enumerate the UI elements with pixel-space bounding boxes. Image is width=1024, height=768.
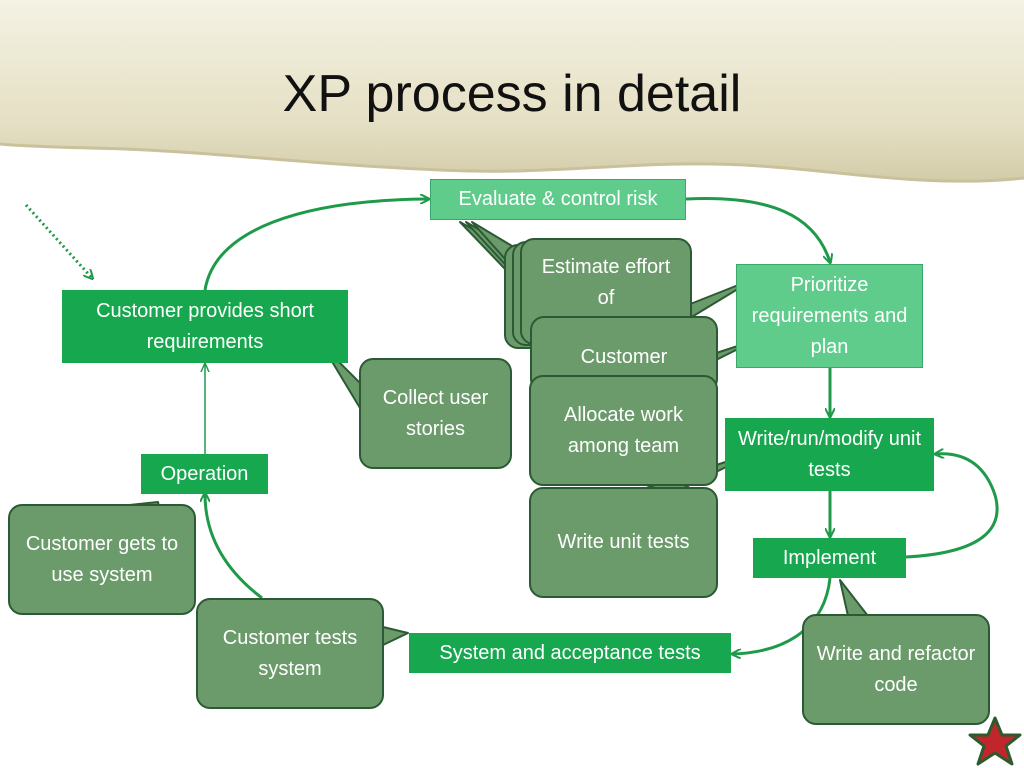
arrow-system-tests-to-operation: [205, 494, 263, 600]
arrow-risk-to-prioritize: [685, 197, 830, 262]
system-tests-box: System and acceptance tests: [409, 633, 731, 673]
write-refactor-callout: Write and refactor code: [802, 614, 990, 725]
operation-box: Operation: [141, 454, 268, 494]
write-run-modify-box: Write/run/modify unit tests: [725, 418, 934, 491]
customer-gets-callout: Customer gets to use system: [8, 504, 196, 615]
arrow-requirements-to-risk: [203, 199, 428, 291]
customer-tests-callout: Customer tests system: [196, 598, 384, 709]
arrow-implement-loop: [905, 454, 999, 559]
allocate-work-callout: Allocate work among team: [529, 375, 718, 486]
evaluate-risk-box: Evaluate & control risk: [430, 179, 686, 220]
prioritize-box: Prioritize requirements and plan: [736, 264, 923, 368]
write-unit-tests-callout: Write unit tests: [529, 487, 718, 598]
arrow-entry-dotted: [24, 203, 92, 278]
customer-provides-box: Customer provides short requirements: [62, 290, 348, 363]
star-icon: [964, 716, 1024, 768]
page-title: XP process in detail: [282, 65, 742, 123]
arrow-implement-to-system-tests: [733, 577, 832, 654]
collect-stories-callout: Collect user stories: [359, 358, 512, 469]
implement-box: Implement: [753, 538, 906, 578]
